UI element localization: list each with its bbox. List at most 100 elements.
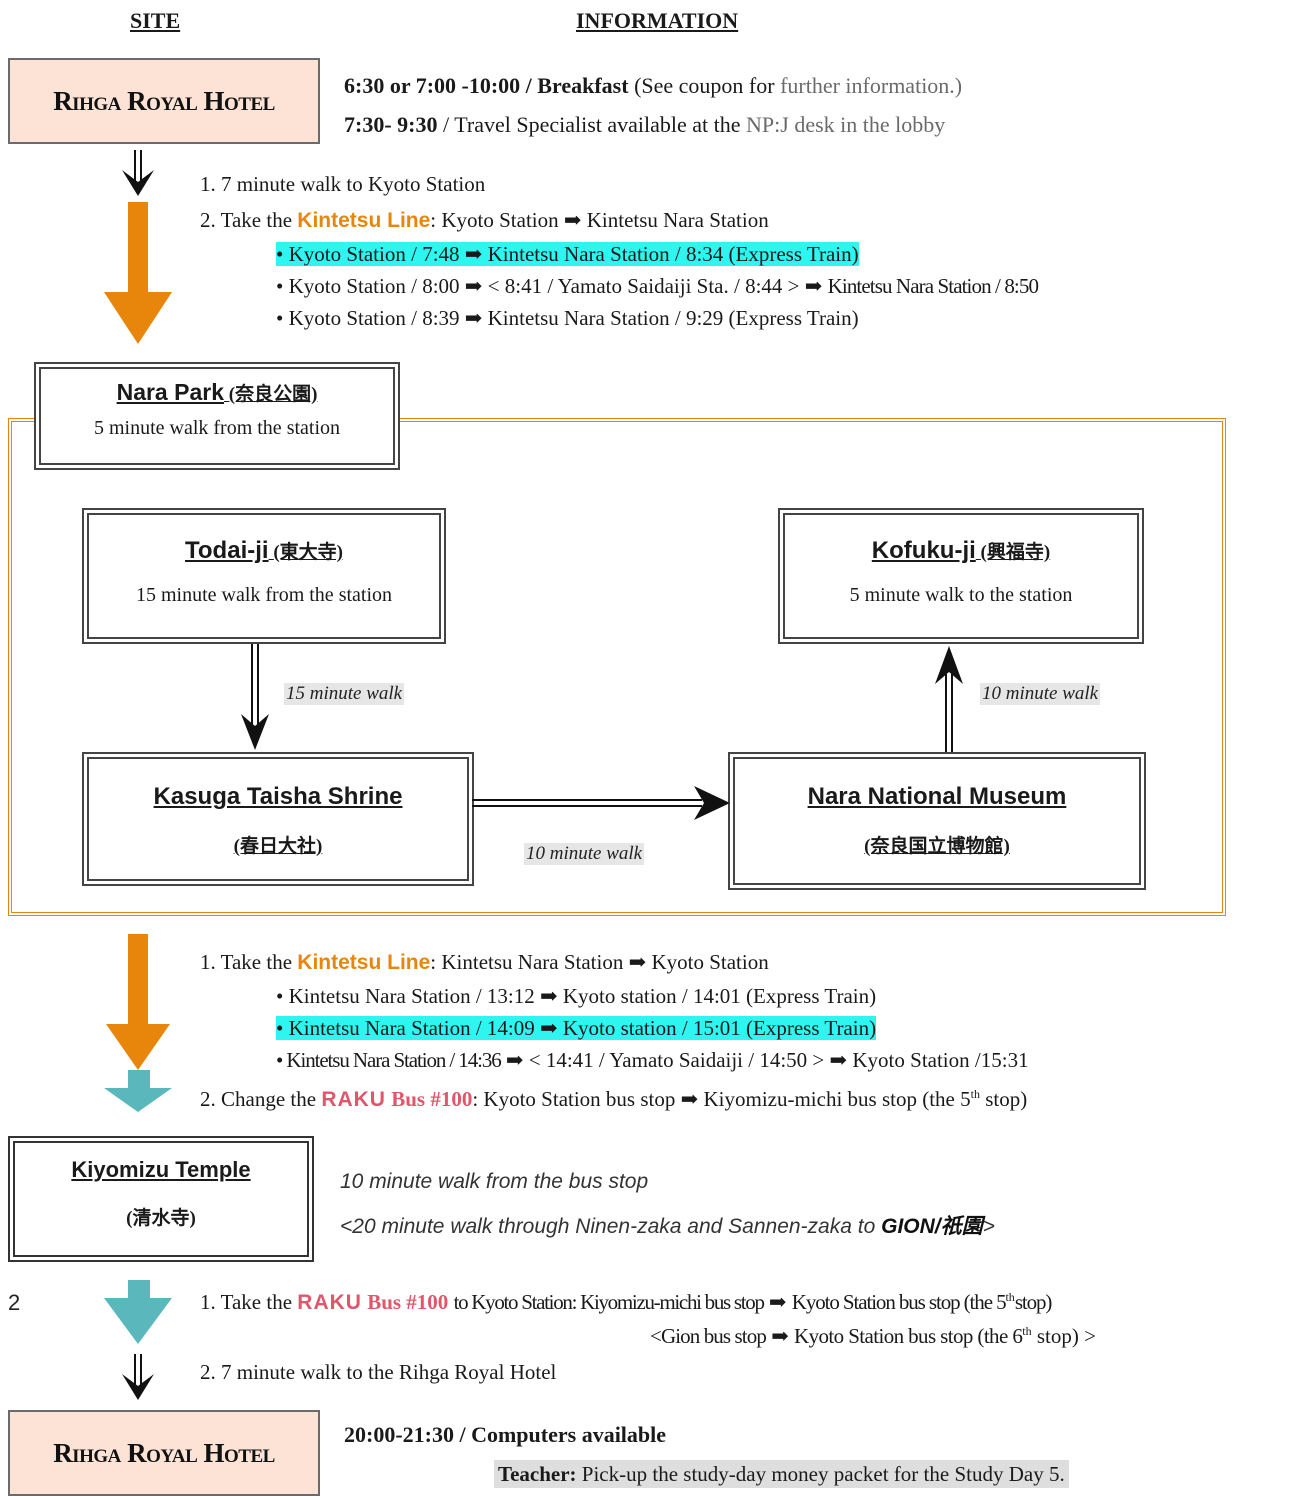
ordinal-suffix: th [970, 1087, 980, 1101]
museum-title: Nara National Museum [735, 783, 1139, 811]
breakfast-note: (See coupon for [634, 73, 775, 98]
specialist-desk: NP:J desk in the lobby [746, 112, 946, 137]
leg1-train-2: • Kyoto Station / 8:00 ➡ < 8:41 / Yamato… [276, 274, 1039, 298]
todaiji-name: Todai-ji [185, 537, 269, 564]
black-down-arrow-icon [122, 150, 154, 196]
leg3-step1-post: to Kyoto Station: Kiyomizu-michi bus sto… [453, 1290, 765, 1314]
kiyomizu-note-2-pre: <20 minute walk through Ninen-zaka and S… [340, 1215, 876, 1238]
arrow-right-icon: ➡ [563, 208, 582, 232]
train-transfer: < 14:41 / Yamato Saidaiji / 14:50 > [528, 1048, 825, 1072]
train-from: • Kyoto Station / 8:00 [276, 274, 460, 298]
train-to: Kintetsu Nara Station / 9:29 (Express Tr… [487, 306, 859, 330]
page-number: 2 [8, 1290, 21, 1315]
arrow-right-icon: ➡ [464, 274, 483, 298]
kiyomizu-note-1: 10 minute walk from the bus stop [340, 1170, 649, 1193]
walk-label-kasuga-museum: 10 minute walk [524, 843, 645, 865]
orange-down-arrow-icon [106, 934, 170, 1070]
leg1-train-1: • Kyoto Station / 7:48 ➡ Kintetsu Nara S… [276, 242, 859, 266]
kiyomizu-box: Kiyomizu Temple (清水寺) [8, 1136, 314, 1262]
breakfast-time: 6:30 or 7:00 -10:00 / [344, 73, 532, 98]
arrow-right-icon: ➡ [464, 306, 483, 330]
arrow-right-icon: ➡ [505, 1048, 524, 1072]
leg2-step1-post: : Kintetsu Nara Station [430, 950, 624, 974]
arrow-right-icon: ➡ [540, 1016, 558, 1040]
site-header: SITE [130, 8, 181, 33]
leg1-step2-post: : Kyoto Station [430, 208, 559, 232]
kasuga-box: Kasuga Taisha Shrine (春日大社) [82, 752, 474, 886]
leg1-arrows [104, 150, 172, 344]
todaiji-to-kasuga-arrow-icon [241, 644, 269, 750]
kasuga-title: Kasuga Taisha Shrine [89, 783, 467, 811]
train-from: • Kintetsu Nara Station / 14:36 [276, 1048, 502, 1072]
train-to: Kintetsu Nara Station / 8:34 (Express Tr… [487, 242, 859, 266]
kasuga-jp: (春日大社) [233, 836, 323, 857]
ordinal-suffix: th [1022, 1324, 1032, 1338]
kasuga-to-museum-arrow-icon [472, 786, 730, 820]
breakfast-note-gray: further information.) [780, 73, 963, 98]
leg3-alt-end: stop) > [1036, 1324, 1096, 1348]
train-transfer: < 8:41 / Yamato Saidaiji Sta. / 8:44 > [487, 274, 800, 298]
travel-specialist-line: 7:30- 9:30 / Travel Specialist available… [344, 112, 945, 138]
kintetsu-line-label: Kintetsu Line [297, 951, 431, 974]
leg1-step2-dest: Kintetsu Nara Station [586, 208, 769, 232]
leg2-step1: 1. Take the Kintetsu Line: Kintetsu Nara… [200, 950, 769, 975]
hotel-name: Rihga Royal Hotel [53, 1437, 275, 1468]
arrow-right-icon: ➡ [804, 274, 823, 298]
arrow-right-icon: ➡ [829, 1048, 848, 1072]
arrow-right-icon: ➡ [680, 1087, 699, 1111]
leg2-step1-pre: 1. Take the [200, 950, 293, 974]
train-from: • Kintetsu Nara Station / 14:09 [276, 1016, 535, 1040]
leg2-train-2: • Kintetsu Nara Station / 14:09 ➡ Kyoto … [276, 1016, 877, 1040]
leg2-train-1: • Kintetsu Nara Station / 13:12 ➡ Kyoto … [276, 984, 876, 1008]
leg3-step2: 2. 7 minute walk to the Rihga Royal Hote… [200, 1360, 557, 1384]
information-header: INFORMATION [576, 8, 739, 33]
leg2-train-3: • Kintetsu Nara Station / 14:36 ➡ < 14:4… [276, 1048, 1029, 1072]
leg3-step1: 1. Take the RAKU Bus #100 to Kyoto Stati… [200, 1290, 1053, 1315]
nara-park-title: Nara Park (奈良公園) [41, 379, 393, 406]
arrow-right-icon: ➡ [540, 984, 558, 1008]
kiyomizu-name: Kiyomizu Temple [71, 1157, 251, 1182]
leg2-arrows [104, 934, 172, 1112]
train-to: Kyoto Station /15:31 [852, 1048, 1029, 1072]
bus-number: Bus #100 [391, 1087, 473, 1111]
leg2-step2-post: : Kyoto Station bus stop [472, 1087, 676, 1111]
museum-box: Nara National Museum (奈良国立博物館) [728, 752, 1146, 890]
hotel-logo-bottom: Rihga Royal Hotel [8, 1410, 320, 1496]
todaiji-box: Todai-ji (東大寺) 15 minute walk from the s… [82, 508, 446, 644]
kiyomizu-jp: (清水寺) [126, 1208, 196, 1229]
train-from: • Kyoto Station / 7:48 [276, 242, 460, 266]
gion-label: GION/祇園 [881, 1215, 983, 1238]
kofukuji-jp: (興福寺) [980, 542, 1051, 563]
walk-label-todaiji-kasuga: 15 minute walk [284, 683, 405, 705]
hotel-logo-top: Rihga Royal Hotel [8, 58, 320, 144]
leg1-step2-pre: 2. Take the [200, 208, 293, 232]
train-to: Kintetsu Nara Station / 8:50 [827, 274, 1039, 298]
specialist-text: / Travel Specialist available at the [442, 112, 741, 137]
black-down-arrow-icon [122, 1354, 154, 1400]
leg2-step2-dest: Kiyomizu-michi bus stop (the 5 [703, 1087, 971, 1111]
train-from: • Kintetsu Nara Station / 13:12 [276, 984, 535, 1008]
teacher-note: Teacher: Pick-up the study-day money pac… [494, 1460, 1069, 1488]
orange-down-arrow-icon [104, 202, 172, 344]
leg1-step2: 2. Take the Kintetsu Line: Kyoto Station… [200, 208, 769, 233]
leg3-step1-pre: 1. Take the [200, 1290, 293, 1314]
train-to: Kyoto station / 14:01 (Express Train) [562, 984, 877, 1008]
kintetsu-line-label: Kintetsu Line [297, 209, 431, 232]
computers-line: 20:00-21:30 / Computers available [344, 1422, 667, 1447]
museum-jp: (奈良国立博物館) [864, 836, 1010, 857]
kofukuji-subtitle: 5 minute walk to the station [849, 584, 1073, 606]
kofukuji-box: Kofuku-ji (興福寺) 5 minute walk to the sta… [778, 508, 1144, 644]
todaiji-title: Todai-ji (東大寺) [89, 537, 439, 565]
leg2-step2: 2. Change the RAKU Bus #100: Kyoto Stati… [200, 1087, 1027, 1112]
ordinal-suffix: th [1005, 1290, 1015, 1304]
leg2-step2-pre: 2. Change the [200, 1087, 317, 1111]
leg3-alt-dest: Kyoto Station bus stop (the 6 [794, 1324, 1023, 1348]
leg1-step1: 1. 7 minute walk to Kyoto Station [200, 172, 486, 196]
teal-down-arrow-icon [104, 1070, 172, 1112]
leg2-step1-dest: Kyoto Station [651, 950, 769, 974]
kofukuji-name: Kofuku-ji [871, 537, 976, 564]
raku-bus-logo: RAKU [297, 1291, 362, 1314]
train-from: • Kyoto Station / 8:39 [276, 306, 460, 330]
leg3-step1-end: stop) [1014, 1290, 1053, 1314]
specialist-time: 7:30- 9:30 [344, 112, 438, 137]
